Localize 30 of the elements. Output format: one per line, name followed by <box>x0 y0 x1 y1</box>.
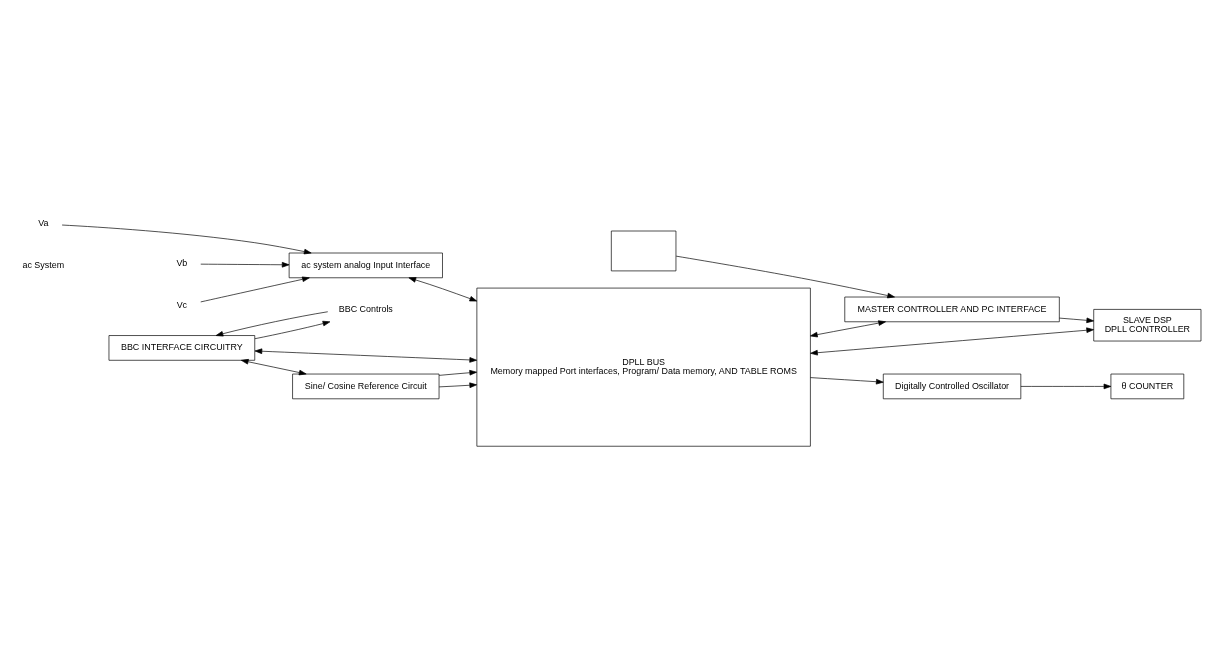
arrow <box>1059 317 1095 324</box>
arrow <box>200 262 290 268</box>
node-text: BBC Controls <box>338 303 393 314</box>
arrow <box>254 348 478 363</box>
arrow <box>675 255 895 299</box>
node-box: BBC INTERFACE CIRCUITRY <box>108 335 256 361</box>
arrow <box>215 311 329 337</box>
arrow <box>1020 383 1112 390</box>
arrow <box>240 359 307 376</box>
arrow <box>810 377 884 385</box>
node-box: Digitally Controlled Oscillator <box>882 373 1022 400</box>
node-text: Vb <box>176 258 188 269</box>
arrow <box>254 320 331 340</box>
label: ac System <box>22 260 65 271</box>
node-text: Vc <box>176 300 188 311</box>
arrow <box>408 277 478 302</box>
node-text: Va <box>38 218 49 229</box>
node-box: ac system analog Input Interface <box>288 252 443 279</box>
arrow <box>810 320 886 338</box>
node-box: DPLL BUS Memory mapped Port interfaces, Program/ Data memory, AND TABLE ROMS <box>476 287 811 447</box>
node-box: Sine/ Cosine Reference Circuit <box>292 373 440 400</box>
node-box <box>610 230 677 272</box>
arrow <box>61 224 312 255</box>
arrow <box>200 276 310 303</box>
node-box: θ COUNTER <box>1110 373 1185 400</box>
node-box: MASTER CONTROLLER AND PC INTERFACE <box>844 296 1060 323</box>
arrow <box>438 369 477 376</box>
arrow <box>810 327 1094 356</box>
node-box: SLAVE DSP DPLL CONTROLLER <box>1093 309 1202 342</box>
arrow <box>438 382 477 388</box>
